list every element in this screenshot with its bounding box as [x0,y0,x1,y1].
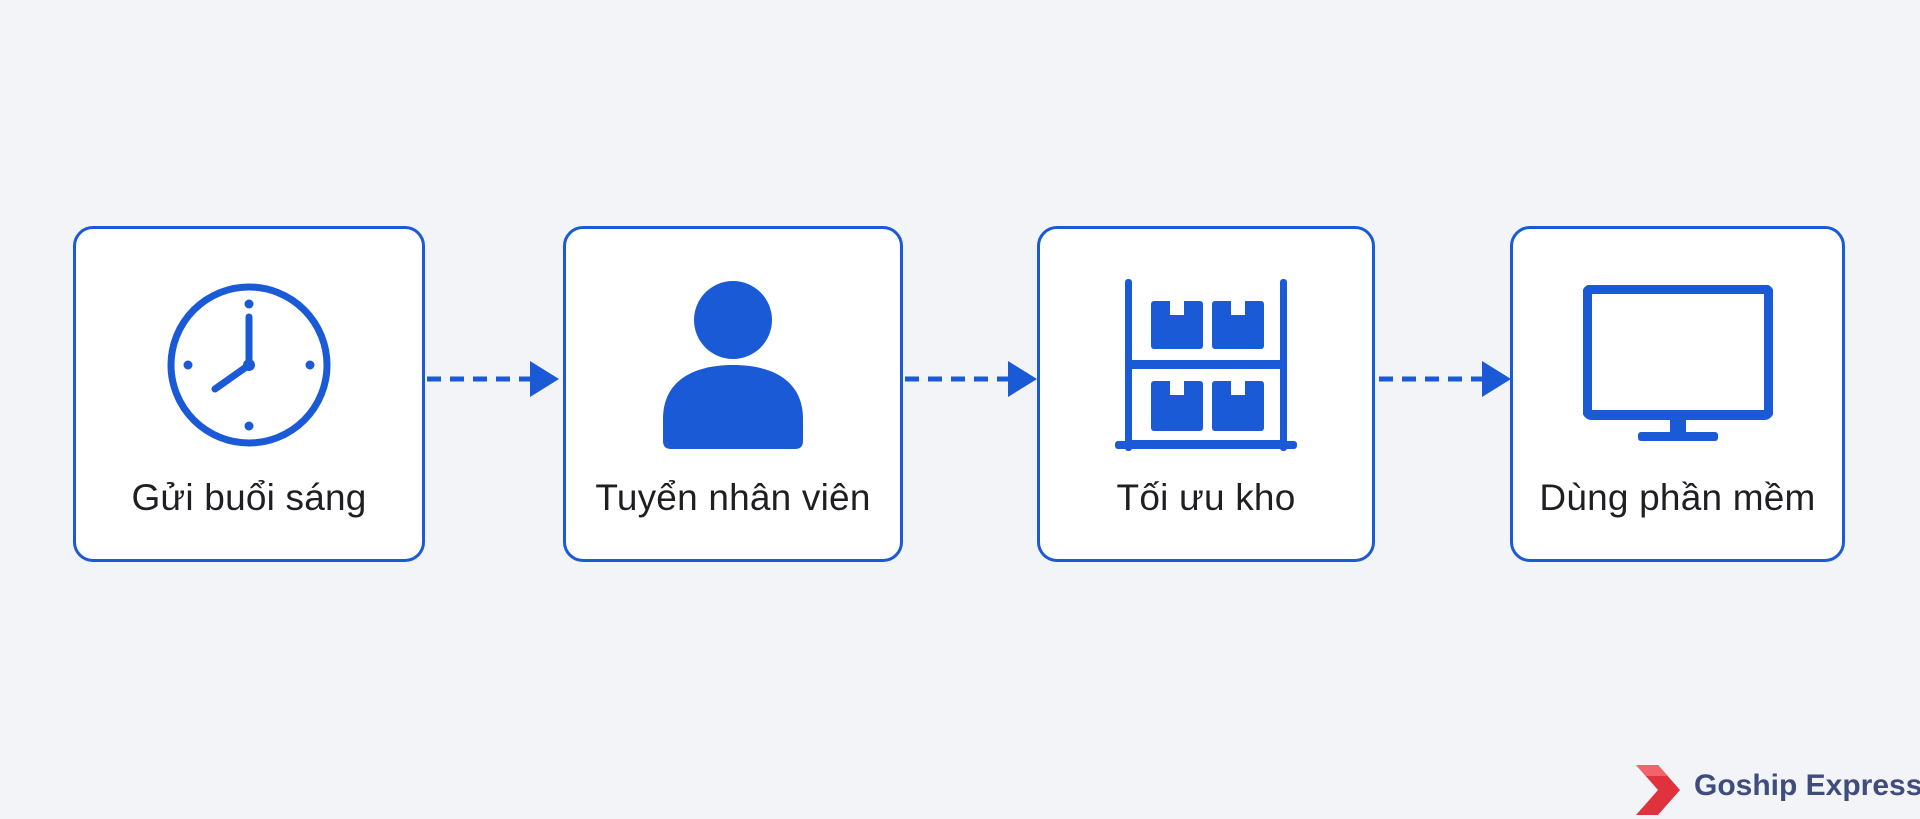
dashed-arrow-2 [905,361,1037,397]
clock-icon [76,279,422,451]
step-label: Gửi buổi sáng [131,477,367,518]
person-icon [566,279,900,451]
monitor-icon [1513,279,1842,451]
dashed-arrow-1 [427,361,559,397]
step-box-use-software: Dùng phần mềm [1510,226,1845,562]
step-box-optimize-warehouse: Tối ưu kho [1037,226,1375,562]
step-label: Dùng phần mềm [1539,477,1816,518]
brand-name: Goship Express [1694,769,1920,802]
step-label: Tối ưu kho [1116,477,1296,518]
dashed-arrow-3 [1379,361,1511,397]
step-box-morning-send: Gửi buổi sáng [73,226,425,562]
warehouse-shelf-icon [1040,279,1372,451]
step-label: Tuyển nhân viên [595,477,871,518]
brand-logo: Goship Express [1632,759,1920,819]
chevron-logo-icon [1636,765,1680,815]
step-box-hire-staff: Tuyển nhân viên [563,226,903,562]
